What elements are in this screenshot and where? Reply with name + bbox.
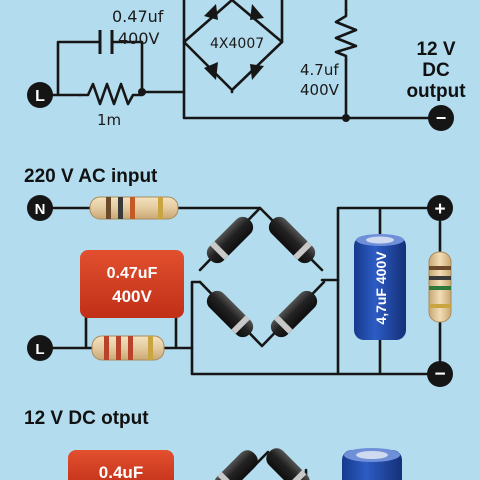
svg-text:L: L — [35, 88, 45, 105]
film-capacitor: 0.47uF 400V — [80, 250, 184, 318]
film-capacitor: 0.4uF — [68, 450, 174, 480]
diode-component — [214, 450, 258, 480]
resistor-symbol — [78, 82, 144, 106]
terminal-negative: − — [427, 361, 453, 387]
capacitor-symbol — [98, 30, 114, 54]
bottom-cap-value: 0.4uF — [99, 463, 143, 480]
diode-component — [266, 448, 310, 480]
top-resistor-label: 1m — [97, 111, 121, 129]
diode-component — [206, 216, 254, 264]
middle-schematic: 220 V AC input — [24, 166, 453, 387]
junction-dot — [342, 114, 350, 122]
diode-component — [270, 290, 318, 338]
electrolytic-capacitor — [342, 448, 402, 480]
bridge-label: 4X4007 — [210, 36, 264, 52]
dc-output-heading: 12 V DC otput — [24, 408, 149, 429]
mid-wire-negative — [190, 278, 430, 376]
svg-text:−: − — [436, 108, 447, 128]
terminal-live: L — [27, 335, 53, 361]
diode-component — [268, 216, 316, 264]
resistor-component — [428, 251, 452, 323]
resistor-component — [91, 335, 165, 361]
output-label-line2: DC — [422, 60, 450, 81]
terminal-positive: + — [427, 195, 453, 221]
bottom-section: 12 V DC otput 0.4uF — [24, 408, 402, 480]
output-label-line3: output — [406, 81, 466, 102]
mid-wire-live — [50, 280, 202, 350]
terminal-neutral: N — [27, 195, 53, 221]
resistor-component — [89, 196, 179, 220]
svg-text:N: N — [35, 201, 46, 218]
top-wire-output — [182, 0, 440, 120]
mid-wire-bridge — [198, 206, 326, 348]
terminal-live: L — [27, 82, 53, 108]
resistor-symbol — [334, 8, 358, 62]
top-cap-voltage: 400V — [118, 29, 160, 48]
mid-cap-voltage: 400V — [112, 287, 152, 306]
top-filter-cap-voltage: 400V — [300, 81, 340, 99]
svg-text:−: − — [434, 364, 445, 385]
top-filter-cap-value: 4.7uf — [300, 61, 339, 79]
top-wire-live — [48, 0, 186, 97]
mid-wire-positive — [320, 206, 442, 362]
diode-component — [206, 290, 254, 338]
top-cap-value: 0.47uf — [112, 7, 164, 26]
electrolytic-capacitor: 4,7uF 400V — [354, 234, 406, 340]
top-schematic: 0.47uf 400V 1m 4X4007 4.7uf 400V 12 V DC… — [27, 0, 466, 131]
electrolytic-label: 4,7uF 400V — [373, 251, 389, 325]
output-label-line1: 12 V — [416, 39, 455, 60]
diode-symbol — [204, 4, 264, 80]
mid-cap-value: 0.47uF — [107, 265, 158, 282]
svg-text:L: L — [35, 341, 44, 358]
terminal-negative: − — [428, 105, 454, 131]
ac-input-heading: 220 V AC input — [24, 166, 158, 187]
svg-text:+: + — [434, 199, 445, 220]
top-wire-bridge — [182, 0, 284, 94]
